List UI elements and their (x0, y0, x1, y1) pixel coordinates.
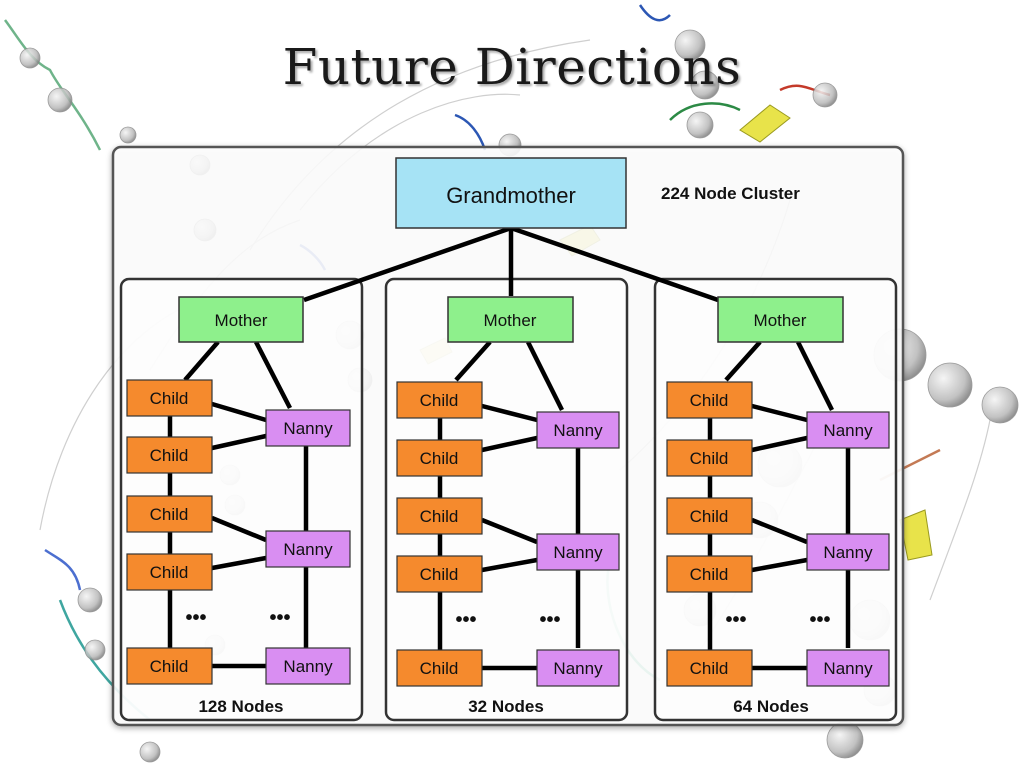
cluster-label: 224 Node Cluster (661, 184, 800, 203)
child-ellipsis-3: ••• (725, 609, 746, 631)
mother-node-1: Mother (178, 296, 304, 343)
child-label: Child (420, 565, 459, 584)
child-node-1-1: Child (126, 379, 213, 417)
mother-label-2: Mother (484, 311, 537, 330)
child-label: Child (150, 657, 189, 676)
child-label: Child (420, 449, 459, 468)
nanny-node-3-1: Nanny (806, 411, 890, 449)
nanny-label: Nanny (553, 659, 603, 678)
child-node-3-2: Child (666, 439, 753, 477)
nanny-node-2-1: Nanny (536, 411, 620, 449)
child-node-1-4: Child (126, 553, 213, 591)
nanny-label: Nanny (283, 419, 333, 438)
child-label: Child (150, 563, 189, 582)
child-node-2-2: Child (396, 439, 483, 477)
child-label: Child (690, 659, 729, 678)
nanny-label: Nanny (283, 657, 333, 676)
nanny-node-1-2: Nanny (265, 530, 351, 568)
child-node-2-3: Child (396, 497, 483, 535)
child-ellipsis-1: ••• (185, 607, 206, 629)
child-ellipsis-2: ••• (455, 609, 476, 631)
group-node-count-3: 64 Nodes (733, 697, 809, 716)
nanny-node-3-3: Nanny (806, 649, 890, 687)
mother-label-3: Mother (754, 311, 807, 330)
child-node-3-4: Child (666, 555, 753, 593)
child-label: Child (150, 505, 189, 524)
child-label: Child (690, 391, 729, 410)
group-node-count-1: 128 Nodes (198, 697, 283, 716)
nanny-node-2-3: Nanny (536, 649, 620, 687)
nanny-label: Nanny (823, 659, 873, 678)
nanny-ellipsis-1: ••• (269, 607, 290, 629)
child-label: Child (420, 507, 459, 526)
root-connectors (303, 225, 719, 303)
child-label: Child (690, 565, 729, 584)
mother-node-3: Mother (717, 296, 844, 343)
nanny-label: Nanny (823, 543, 873, 562)
child-node-2-1: Child (396, 381, 483, 419)
nanny-ellipsis-2: ••• (539, 609, 560, 631)
child-node-3-5: Child (666, 649, 753, 687)
nanny-node-1-3: Nanny (265, 647, 351, 685)
nanny-label: Nanny (553, 543, 603, 562)
child-node-2-5: Child (396, 649, 483, 687)
child-node-3-1: Child (666, 381, 753, 419)
grandmother-label: Grandmother (446, 183, 576, 208)
nanny-label: Nanny (553, 421, 603, 440)
mother-node-2: Mother (447, 296, 574, 343)
nanny-ellipsis-3: ••• (809, 609, 830, 631)
mother-label-1: Mother (215, 311, 268, 330)
child-node-3-3: Child (666, 497, 753, 535)
nanny-node-3-2: Nanny (806, 533, 890, 571)
slide-title: Future Directions (282, 38, 742, 96)
child-node-1-3: Child (126, 495, 213, 533)
nanny-node-1-1: Nanny (265, 409, 351, 447)
child-label: Child (690, 449, 729, 468)
grandmother-node: Grandmother (395, 157, 627, 229)
child-label: Child (690, 507, 729, 526)
child-label: Child (150, 446, 189, 465)
nanny-node-2-2: Nanny (536, 533, 620, 571)
nanny-label: Nanny (823, 421, 873, 440)
child-label: Child (420, 391, 459, 410)
child-label: Child (150, 389, 189, 408)
nanny-label: Nanny (283, 540, 333, 559)
child-node-1-5: Child (126, 647, 213, 685)
child-label: Child (420, 659, 459, 678)
group-node-count-2: 32 Nodes (468, 697, 544, 716)
child-node-1-2: Child (126, 436, 213, 474)
child-node-2-4: Child (396, 555, 483, 593)
